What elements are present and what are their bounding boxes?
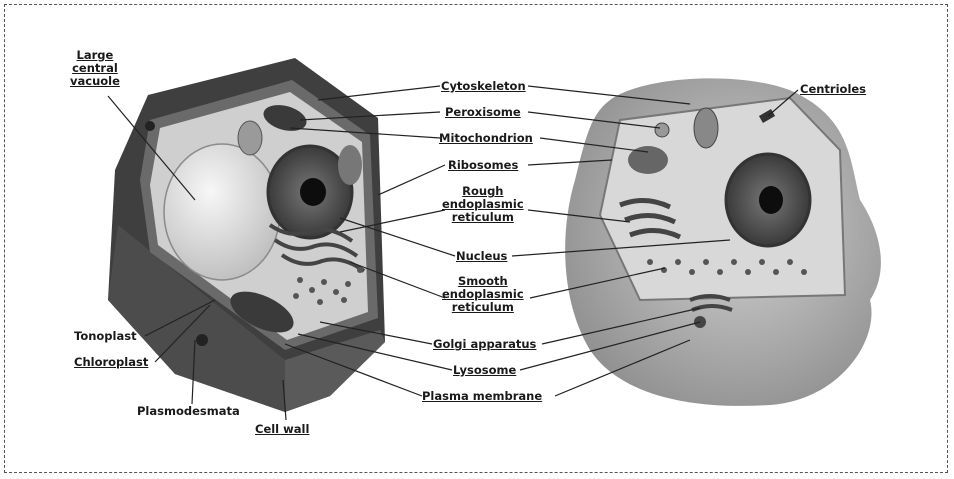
label-peroxisome: Peroxisome xyxy=(445,106,521,119)
label-ribosomes: Ribosomes xyxy=(448,159,518,172)
plant-cell xyxy=(108,58,385,412)
label-rough-er: Rough endoplasmic reticulum xyxy=(442,185,524,224)
animal-cell xyxy=(565,78,881,406)
label-chloroplast: Chloroplast xyxy=(74,356,148,369)
label-golgi-apparatus: Golgi apparatus xyxy=(433,338,536,351)
label-smooth-er: Smooth endoplasmic reticulum xyxy=(442,275,524,314)
label-large-central-vacuole: Large central vacuole xyxy=(70,49,120,88)
label-lysosome: Lysosome xyxy=(453,364,516,377)
label-plasma-membrane: Plasma membrane xyxy=(422,390,542,403)
label-plasmodesmata: Plasmodesmata xyxy=(137,405,240,418)
large-central-vacuole xyxy=(164,144,280,280)
label-tonoplast: Tonoplast xyxy=(74,330,137,343)
label-mitochondrion: Mitochondrion xyxy=(439,132,533,145)
label-cell-wall: Cell wall xyxy=(255,423,309,436)
label-cytoskeleton: Cytoskeleton xyxy=(441,80,526,93)
label-centrioles: Centrioles xyxy=(800,83,866,96)
label-nucleus: Nucleus xyxy=(456,250,507,263)
